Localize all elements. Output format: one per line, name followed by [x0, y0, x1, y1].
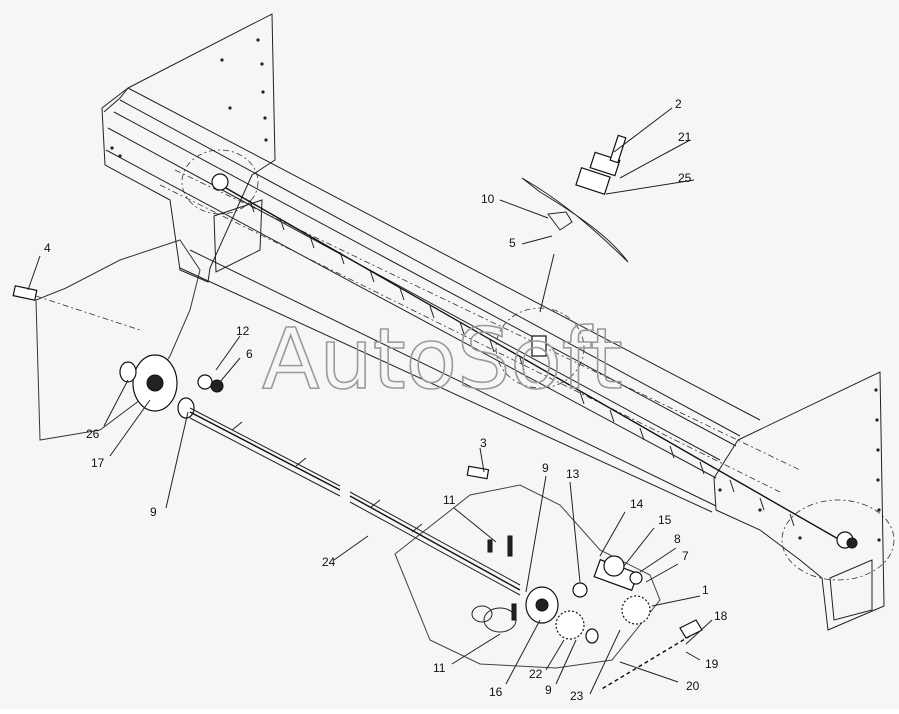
callout-21: 21 [678, 130, 692, 144]
drive-assembly [394, 465, 703, 691]
callout-16: 16 [489, 685, 503, 699]
callout-20: 20 [686, 679, 700, 693]
callout-14: 14 [630, 497, 644, 511]
callout-24: 24 [322, 555, 336, 569]
callout-11-lower: 11 [433, 661, 446, 675]
callout-15: 15 [658, 513, 672, 527]
callout-13: 13 [566, 467, 580, 481]
loose-shaft [189, 407, 521, 596]
callout-2: 2 [675, 97, 682, 111]
callout-9-upper: 9 [542, 461, 549, 475]
callout-19: 19 [705, 657, 719, 671]
watermark-text: AutoSoft [262, 310, 623, 408]
callout-6: 6 [246, 347, 253, 361]
callout-5: 5 [509, 236, 516, 250]
installed-reel-shaft [181, 149, 895, 581]
callout-11-upper: 11 [443, 493, 456, 507]
callout-12: 12 [236, 324, 250, 338]
callout-23: 23 [570, 689, 584, 703]
header-frame [101, 13, 885, 631]
callout-18: 18 [714, 609, 728, 623]
knife-detail [521, 134, 629, 313]
callout-4: 4 [44, 241, 51, 255]
callout-labels: 2 21 25 10 5 4 12 6 26 17 9 3 9 13 11 14… [44, 97, 728, 703]
callout-8: 8 [674, 532, 681, 546]
leader-lines [27, 107, 713, 695]
callout-10: 10 [481, 192, 495, 206]
callout-26: 26 [86, 427, 100, 441]
callout-9-left: 9 [150, 505, 157, 519]
callout-3: 3 [480, 436, 487, 450]
callout-7: 7 [682, 549, 689, 563]
callout-9-lower: 9 [545, 683, 552, 697]
left-exploded-assembly [12, 239, 224, 441]
callout-22: 22 [529, 667, 543, 681]
callout-17: 17 [91, 456, 105, 470]
callout-25: 25 [678, 171, 692, 185]
callout-1: 1 [702, 583, 709, 597]
